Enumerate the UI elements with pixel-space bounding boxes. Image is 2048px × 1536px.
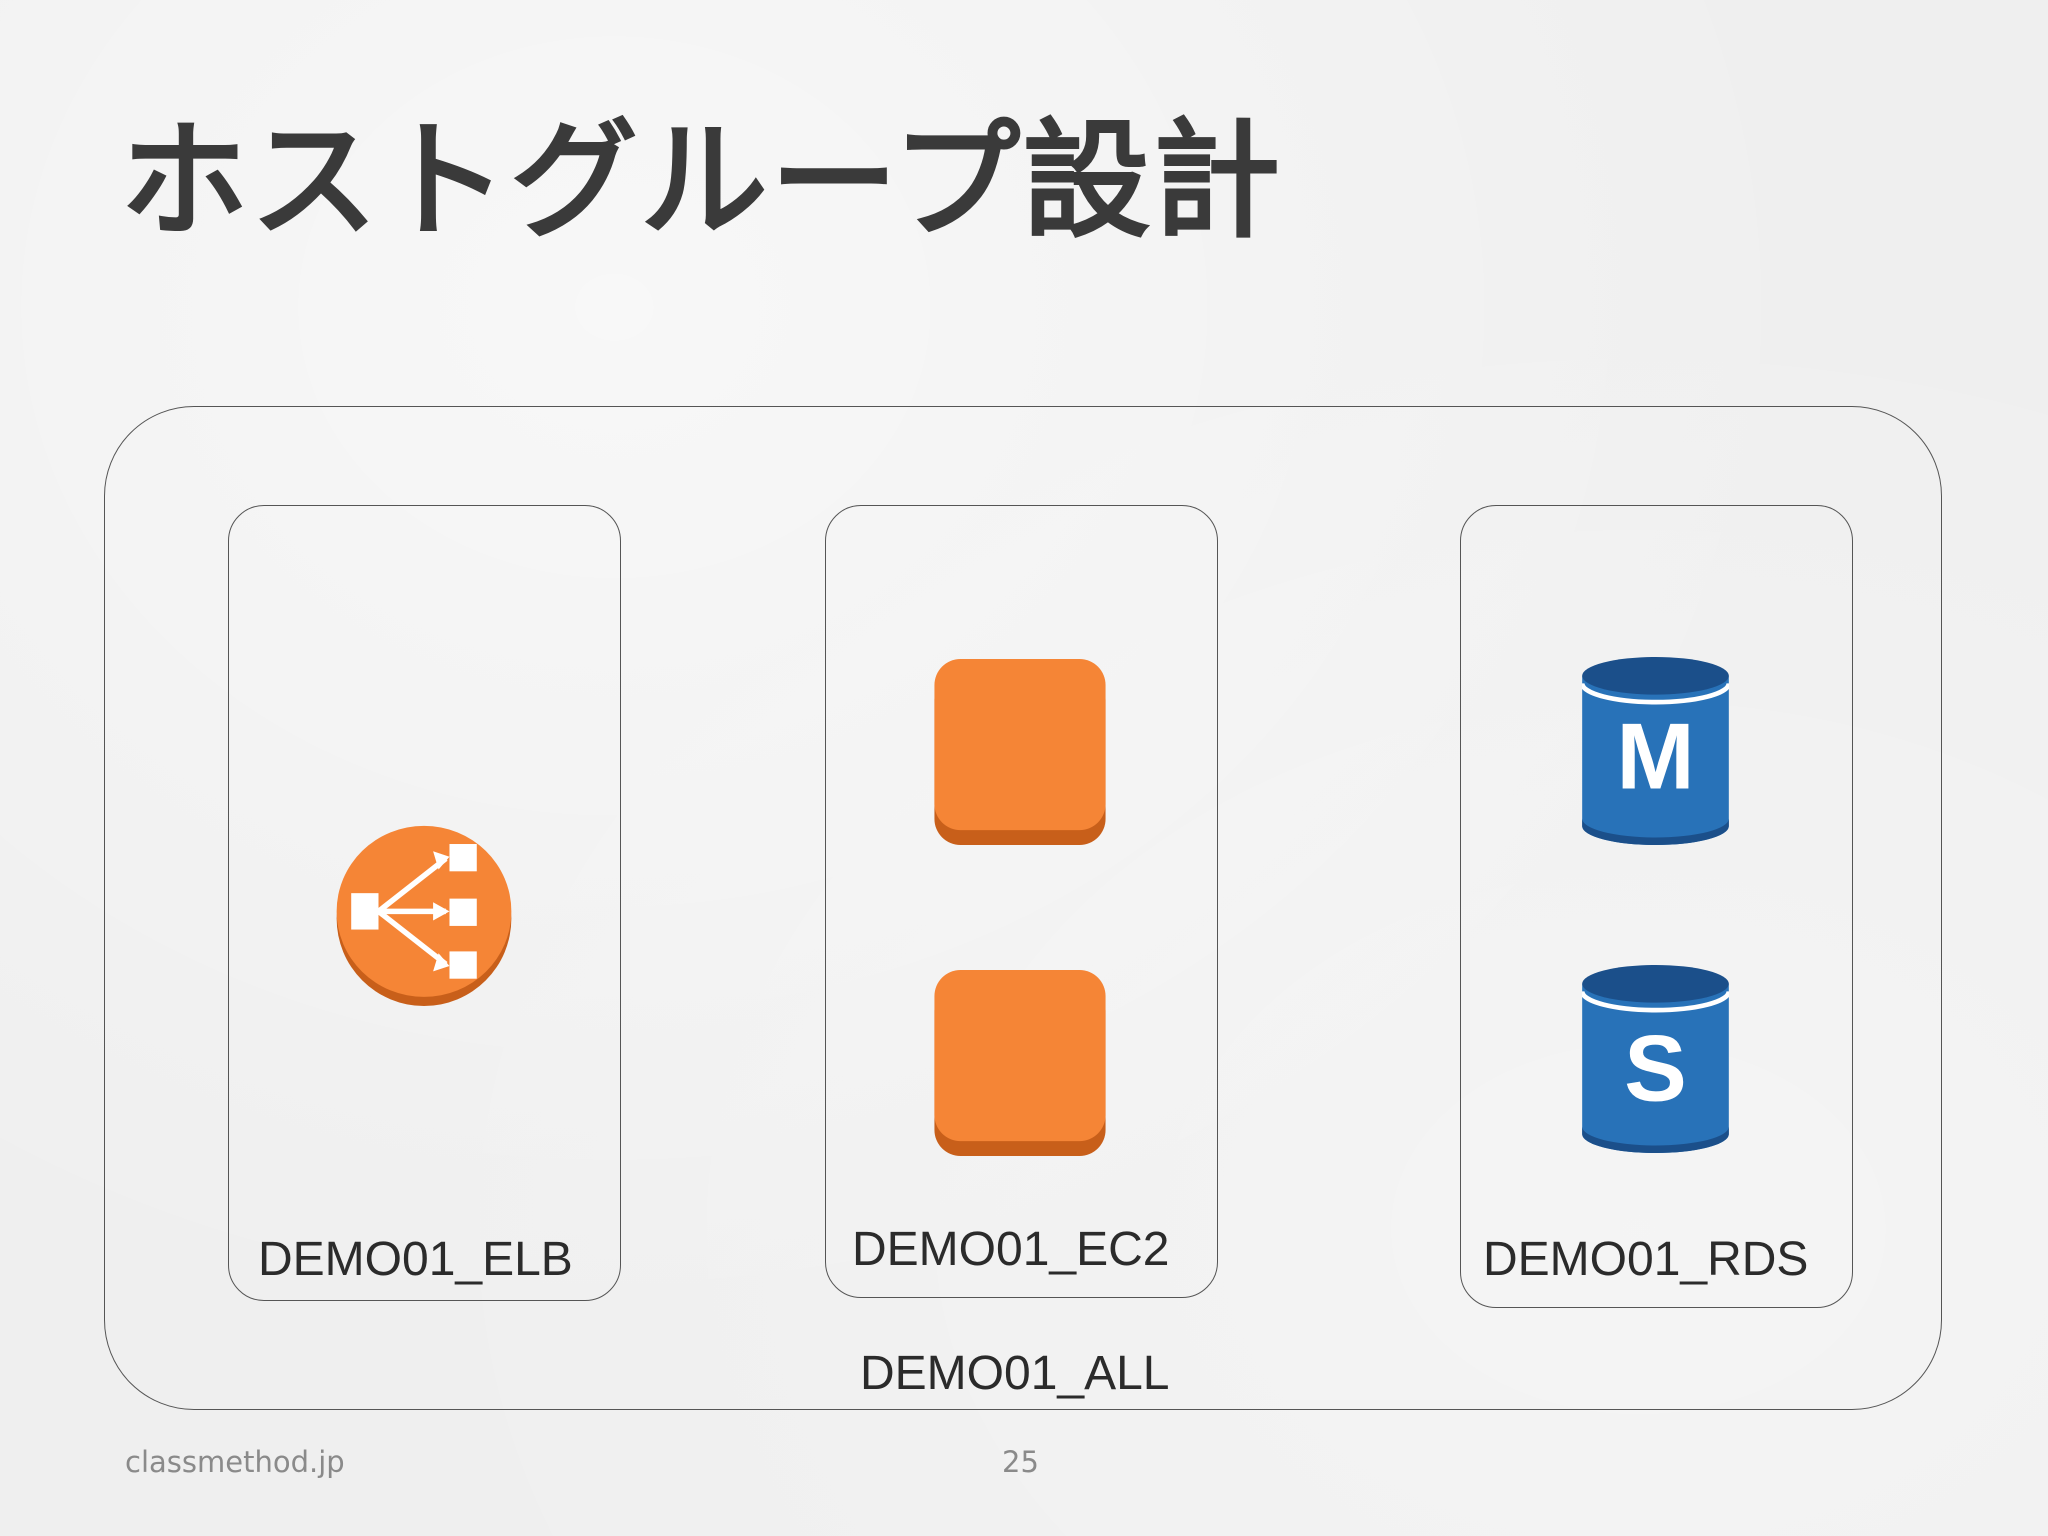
rds-slave-letter: S — [1624, 1015, 1687, 1120]
footer-site: classmethod.jp — [125, 1445, 345, 1479]
host-group-elb — [228, 505, 621, 1301]
rds-master-letter: M — [1616, 704, 1694, 809]
rds-slave-icon: S — [1582, 965, 1729, 1153]
host-group-all-label: DEMO01_ALL — [860, 1347, 1170, 1400]
host-group-ec2-label: DEMO01_EC2 — [852, 1223, 1170, 1276]
slide-title: ホストグループ設計 — [120, 107, 1283, 256]
host-group-all — [104, 406, 1942, 1410]
host-group-ec2 — [825, 505, 1218, 1298]
page-number: 25 — [1002, 1445, 1039, 1479]
load-balancer-icon — [336, 825, 512, 1006]
ec2-instance-icon — [934, 659, 1106, 845]
ec2-instance-icon — [934, 970, 1106, 1156]
rds-master-icon: M — [1582, 657, 1729, 845]
host-group-elb-label: DEMO01_ELB — [258, 1233, 573, 1286]
host-group-rds — [1460, 505, 1853, 1308]
host-group-rds-label: DEMO01_RDS — [1483, 1233, 1809, 1286]
